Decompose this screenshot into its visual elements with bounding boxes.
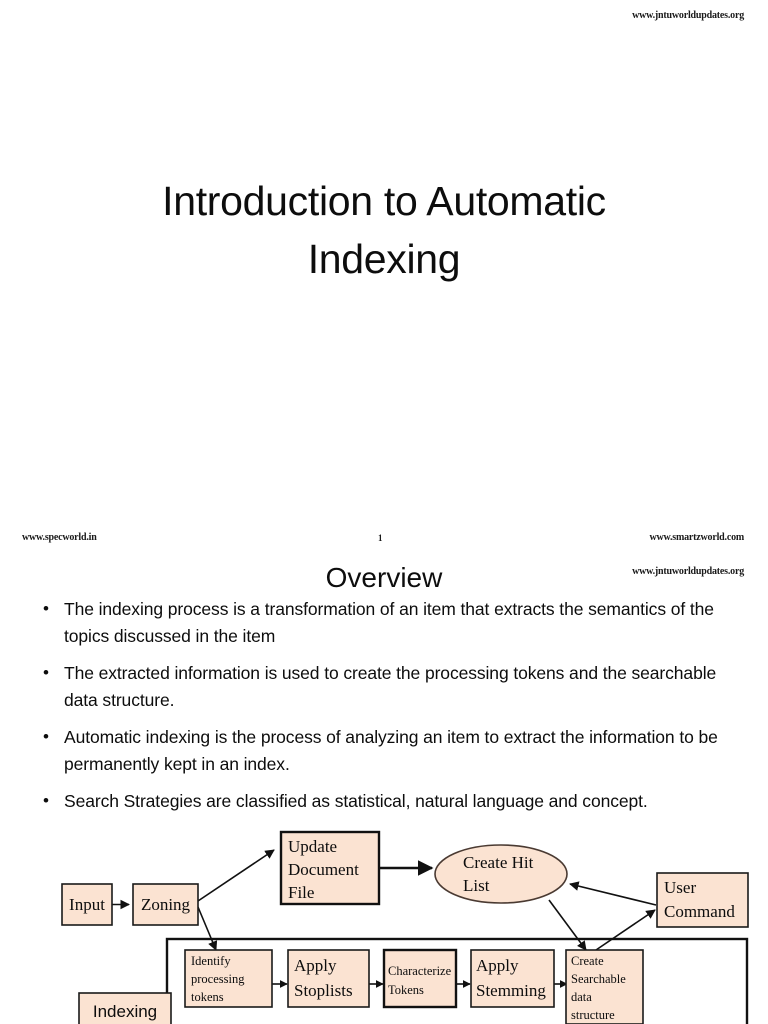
node-identify-processing-tokens-line-2: processing xyxy=(191,972,245,986)
node-user-command-line-1: User xyxy=(664,878,696,897)
list-item: • Search Strategies are classified as st… xyxy=(34,788,746,815)
node-characterize-tokens-line-1: Characterize xyxy=(388,964,452,978)
list-item-text: The extracted information is used to cre… xyxy=(64,663,717,710)
connector-user-command-to-create-hit-list xyxy=(569,881,657,906)
watermark-right-middle-two: www.jntuworldupdates.org xyxy=(632,566,744,577)
node-create-hit-list: Create Hit List xyxy=(434,844,568,904)
watermark-top-right: www.jntuworldupdates.org xyxy=(632,10,744,21)
node-indexing: Indexing xyxy=(78,992,172,1024)
bullet-marker-icon: • xyxy=(43,791,49,810)
node-user-command: User Command xyxy=(656,872,749,928)
bullet-marker-icon: • xyxy=(43,727,49,746)
list-item-text: Search Strategies are classified as stat… xyxy=(64,791,648,811)
bullet-marker-icon: • xyxy=(43,599,49,618)
list-item: • The extracted information is used to c… xyxy=(34,660,746,714)
overview-heading: Overview xyxy=(325,562,443,593)
connector-zoning-to-identify-processing-tokens xyxy=(197,906,218,951)
node-zoning-label: Zoning xyxy=(141,895,191,914)
node-input: Input xyxy=(61,883,113,926)
slide-title: Introduction to Automatic Indexing xyxy=(162,178,606,283)
list-item: • The indexing process is a transformati… xyxy=(34,596,746,650)
list-item-text: Automatic indexing is the process of ana… xyxy=(64,727,718,774)
node-apply-stoplists-line-2: Stoplists xyxy=(294,981,353,1000)
node-update-document-file-line-3: File xyxy=(288,883,314,902)
node-create-searchable-line-2: Searchable xyxy=(571,972,626,986)
page-number: 1 xyxy=(378,533,383,543)
node-apply-stemming-line-2: Stemming xyxy=(476,981,546,1000)
node-create-hit-list-line-2: List xyxy=(463,876,490,895)
overview-bullet-list: • The indexing process is a transformati… xyxy=(34,596,746,825)
watermark-left-middle: www.specworld.in xyxy=(22,532,97,543)
node-create-searchable-line-3: data xyxy=(571,990,592,1004)
node-identify-processing-tokens-line-1: Identify xyxy=(191,954,231,968)
node-user-command-line-2: Command xyxy=(664,902,735,921)
node-create-searchable-data-structure: Create Searchable data structure xyxy=(565,949,644,1024)
bullet-marker-icon: • xyxy=(43,663,49,682)
node-create-searchable-line-4: structure xyxy=(571,1008,615,1022)
node-apply-stoplists-line-1: Apply xyxy=(294,956,337,975)
list-item: • Automatic indexing is the process of a… xyxy=(34,724,746,778)
watermark-right-middle: www.smartzworld.com xyxy=(649,532,744,543)
connector-create-searchable-to-user-command xyxy=(595,909,656,951)
node-indexing-label: Indexing xyxy=(93,1002,157,1021)
node-identify-processing-tokens: Identify processing tokens xyxy=(184,949,273,1008)
connector-create-hit-list-to-create-searchable xyxy=(548,899,587,951)
node-input-label: Input xyxy=(69,895,105,914)
list-item-text: The indexing process is a transformation… xyxy=(64,599,714,646)
node-create-searchable-line-1: Create xyxy=(571,954,604,968)
node-identify-processing-tokens-line-3: tokens xyxy=(191,990,224,1004)
node-update-document-file-line-1: Update xyxy=(288,837,337,856)
node-zoning: Zoning xyxy=(132,883,199,926)
automatic-indexing-flow-diagram: Input Zoning Update Document File Create… xyxy=(0,810,768,1024)
node-update-document-file: Update Document File xyxy=(279,830,381,906)
node-apply-stemming: Apply Stemming xyxy=(470,949,555,1008)
node-characterize-tokens: Characterize Tokens xyxy=(382,948,458,1009)
node-characterize-tokens-line-2: Tokens xyxy=(388,983,424,997)
connector-zoning-to-update-document-file xyxy=(197,849,275,902)
node-update-document-file-line-2: Document xyxy=(288,860,359,879)
node-create-hit-list-line-1: Create Hit xyxy=(463,853,534,872)
node-apply-stoplists: Apply Stoplists xyxy=(287,949,370,1008)
node-apply-stemming-line-1: Apply xyxy=(476,956,519,975)
